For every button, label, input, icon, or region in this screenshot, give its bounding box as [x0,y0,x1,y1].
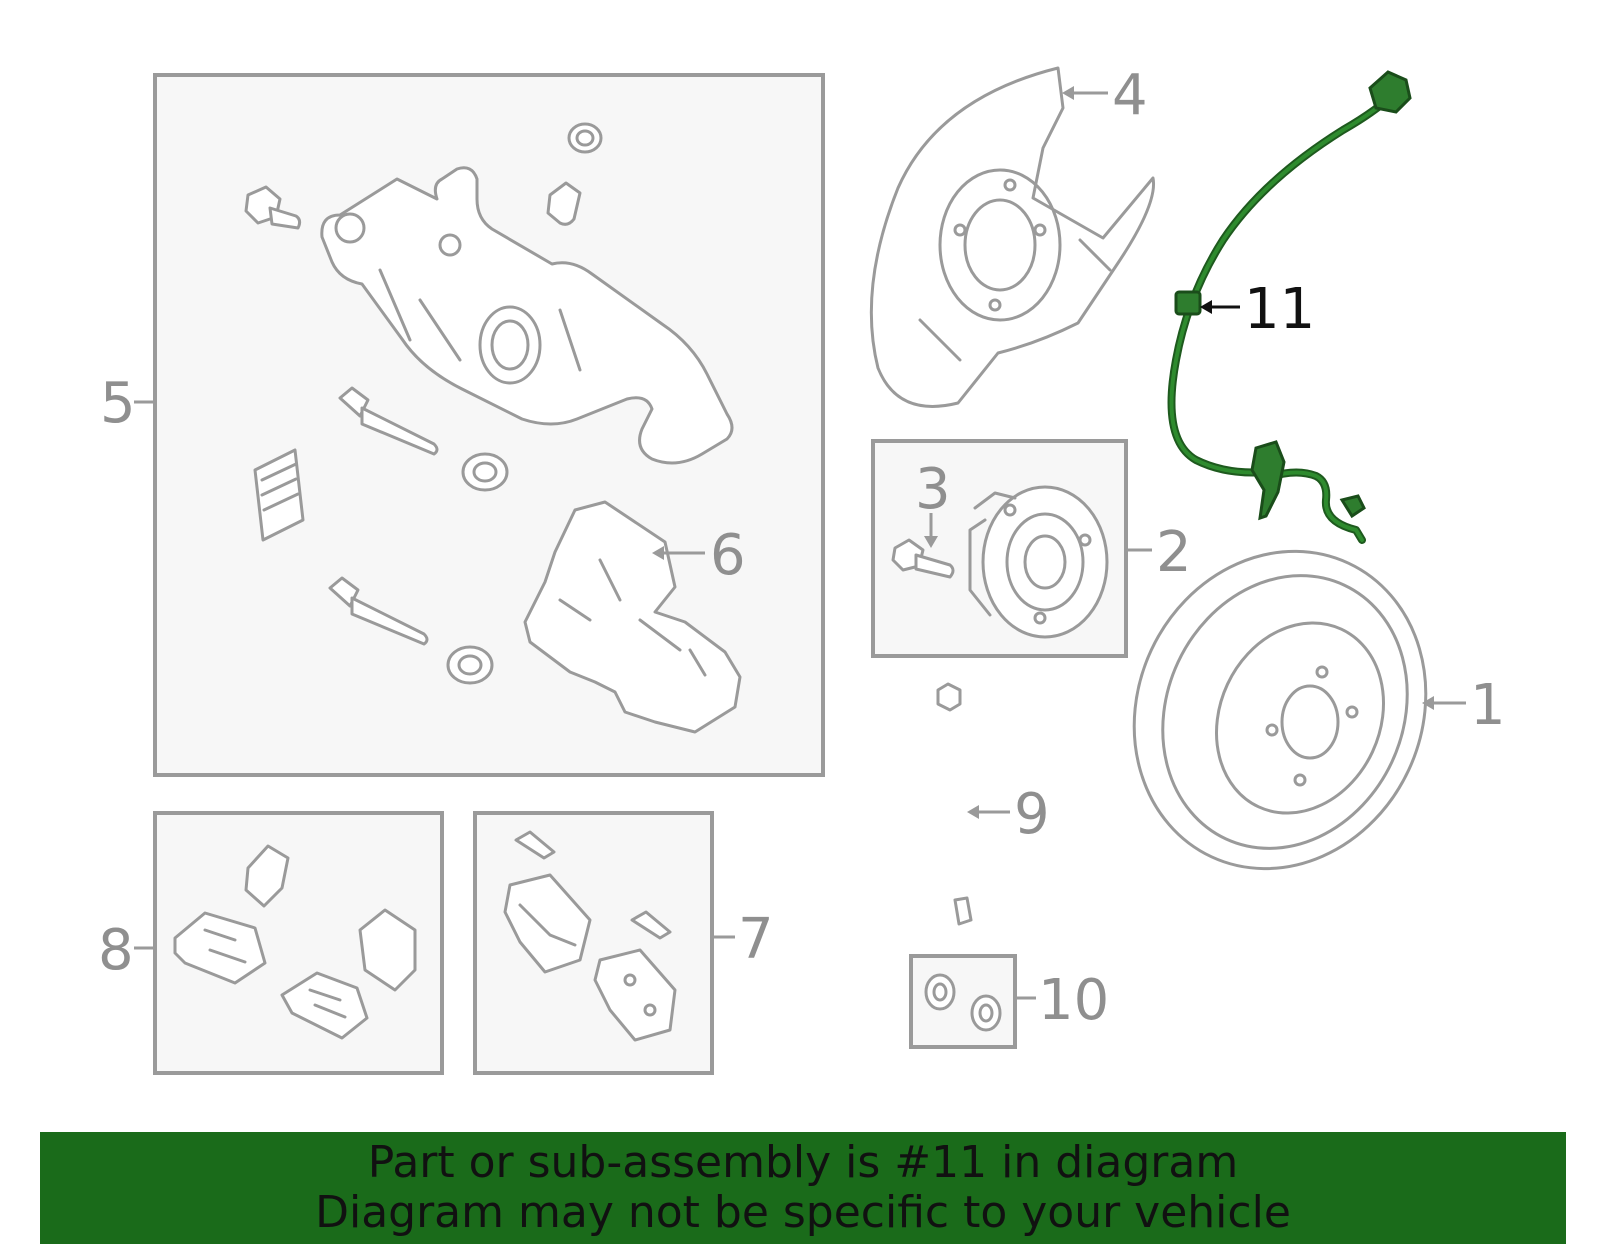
callout-4: 4 [1112,63,1148,128]
brake-pad-inner [593,948,677,1042]
callout-1: 1 [1470,673,1506,738]
washer-group: 10 [909,954,1109,1049]
hardware-kit-group: 8 [98,811,444,1075]
washer-left [924,973,956,1011]
caliper-bolt-top [244,185,302,230]
sensor-grommet [1174,290,1202,316]
washer-right [970,994,1002,1032]
sensor-tip [1339,494,1366,519]
caliper-body [320,166,734,465]
clip-2 [173,911,267,985]
guide-pin-lower [328,576,429,646]
hub-bolt [891,538,955,579]
pad-clip [514,830,556,860]
callout-8: 8 [98,918,134,983]
callout-9: 9 [1014,782,1050,847]
brake-pad-group: 7 [473,811,774,1075]
sensor-connector [1368,70,1412,114]
hub-assembly-group: 2 3 [871,439,1192,658]
banner-line-1: Part or sub-assembly is #11 in diagram [367,1137,1239,1188]
guide-boot-lower [446,645,494,685]
guide-boot-upper [461,452,509,492]
abs-sensor [1167,70,1412,544]
caliper-bracket [523,500,742,734]
brake-pad-box [473,811,714,1075]
callout-7: 7 [738,907,774,972]
highlight-banner: Part or sub-assembly is #11 in diagram D… [40,1132,1566,1244]
callout-3: 3 [915,457,951,522]
brake-hose [863,682,973,943]
caliper-label-plate [253,448,305,542]
caliper-assembly-group: 5 [100,73,825,777]
caliper-bushing-top [567,122,603,154]
washer-box [909,954,1017,1049]
clip-4 [280,971,369,1040]
sensor-bracket [1250,440,1286,521]
callout-5: 5 [100,371,136,436]
callout-6: 6 [710,523,746,588]
caliper-bleeder-cap [546,181,582,226]
hub-bearing [968,485,1109,639]
pad-shim [630,910,672,940]
brake-pad-outer [503,873,592,974]
dust-shield [869,66,1156,408]
clip-1 [244,844,290,908]
banner-line-2: Diagram may not be specific to your vehi… [315,1187,1291,1238]
callout-10: 10 [1038,968,1109,1033]
clip-3 [358,908,417,992]
guide-pin-upper [338,386,439,456]
callout-11: 11 [1244,277,1315,342]
callout-2: 2 [1156,520,1192,585]
brake-rotor [1132,549,1428,871]
